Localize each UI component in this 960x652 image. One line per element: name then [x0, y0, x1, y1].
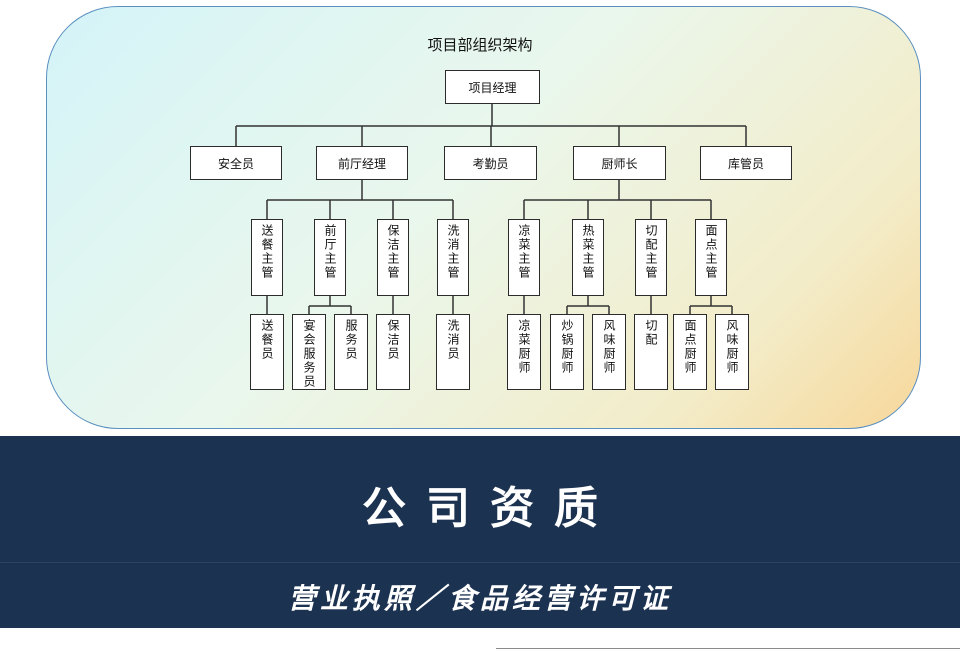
node-level1: 前厅经理: [316, 146, 408, 180]
node-staff: 服务员: [334, 314, 368, 390]
node-supervisor: 热菜主管: [572, 219, 604, 296]
node-supervisor: 面点主管: [695, 219, 727, 296]
node-staff: 宴会服务员: [292, 314, 326, 390]
node-staff: 面点厨师: [673, 314, 707, 390]
license-banner: 营业执照／食品经营许可证: [0, 562, 960, 628]
node-level1: 安全员: [190, 146, 282, 180]
node-supervisor: 切配主管: [635, 219, 667, 296]
node-staff: 凉菜厨师: [507, 314, 541, 390]
node-supervisor: 保洁主管: [377, 219, 409, 296]
node-staff: 洗消员: [436, 314, 470, 390]
node-staff: 切配: [634, 314, 668, 390]
node-staff: 送餐员: [250, 314, 284, 390]
node-staff: 风味厨师: [592, 314, 626, 390]
node-supervisor: 送餐主管: [251, 219, 283, 296]
node-level1: 厨师长: [573, 146, 666, 180]
banner-subtitle: 营业执照／食品经营许可证: [287, 582, 672, 615]
node-supervisor: 凉菜主管: [508, 219, 540, 296]
node-level1: 库管员: [700, 146, 792, 180]
node-staff: 保洁员: [376, 314, 410, 390]
connector-lines: [235, 104, 747, 314]
node-root: 项目经理: [445, 70, 540, 104]
node-level1: 考勤员: [444, 146, 537, 180]
divider: [496, 648, 960, 649]
banner-title: 公司资质: [362, 483, 618, 534]
node-supervisor: 前厅主管: [314, 219, 346, 296]
node-staff: 风味厨师: [715, 314, 749, 390]
node-supervisor: 洗消主管: [437, 219, 469, 296]
qualification-banner: 公司资质: [0, 436, 960, 562]
chart-title: 项目部组织架构: [427, 36, 533, 54]
node-staff: 炒锅厨师: [550, 314, 584, 390]
